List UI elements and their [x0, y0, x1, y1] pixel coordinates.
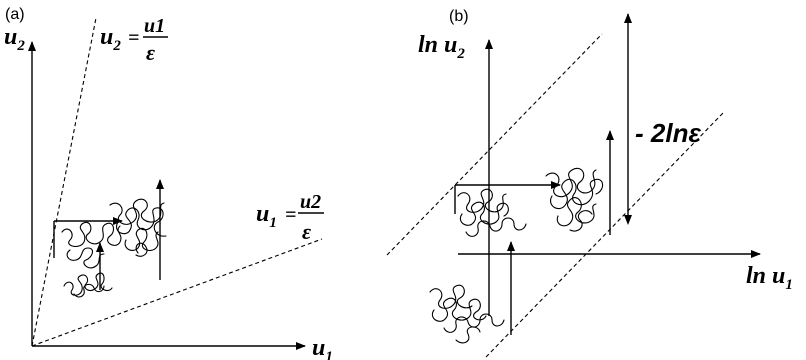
panel-a-upper-line-equation: u2 = u1 ε	[100, 15, 168, 65]
panel-a-scribble-1	[61, 221, 122, 269]
panel-a-lower-line-equation: u1 = u2 ε	[256, 191, 324, 244]
panel-a-x-axis-label: u1	[312, 335, 333, 360]
svg-text:u1: u1	[256, 201, 277, 231]
panel-b-upper-dashed-line	[386, 33, 603, 256]
svg-text:=: =	[285, 204, 296, 226]
panel-b-y-axis-label: ln u2	[418, 32, 465, 62]
panel-a-scribbles	[61, 198, 167, 298]
panel-a-upper-dashed-line	[31, 17, 97, 347]
panel-a-label: (a)	[5, 6, 25, 23]
svg-text:ε: ε	[302, 219, 311, 244]
panel-b-scribble-2	[545, 167, 604, 232]
panel-b-x-axis-label: ln u1	[746, 263, 793, 293]
panel-b-scribble-1	[457, 188, 527, 237]
panel-b: (b) ln u2 ln u1 - 2lnε	[386, 8, 793, 358]
panel-b-label: (b)	[449, 8, 469, 25]
svg-text:u2: u2	[300, 191, 321, 213]
panel-b-scribbles	[429, 167, 604, 344]
panel-a: (a) u2 u1 u2 = u1 ε u1 = u2 ε	[4, 6, 333, 360]
svg-text:=: =	[128, 27, 139, 49]
panel-b-scribble-3	[429, 284, 505, 344]
panel-a-scribble-2	[109, 198, 167, 257]
svg-text:u2: u2	[100, 24, 121, 54]
svg-text:u1: u1	[144, 15, 165, 37]
svg-text:ε: ε	[146, 40, 155, 65]
panel-a-scribble-3	[63, 272, 113, 298]
panel-b-arrows	[454, 130, 614, 335]
panel-a-y-axis-label: u2	[4, 24, 25, 54]
panel-a-lower-dashed-line	[31, 238, 323, 347]
panel-a-arrows	[53, 179, 164, 290]
panel-b-band-width-label: - 2lnε	[635, 118, 701, 148]
panel-b-lower-dashed-line	[485, 111, 725, 358]
